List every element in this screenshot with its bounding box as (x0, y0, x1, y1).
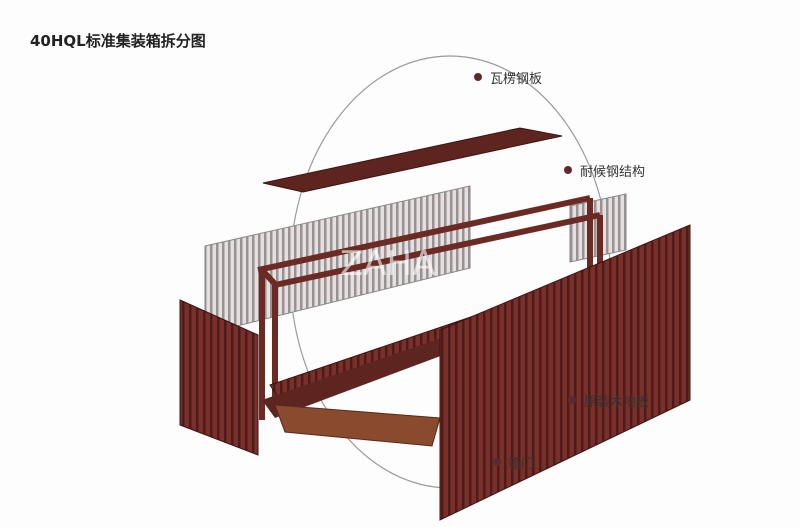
container-door (179, 299, 259, 456)
label-dot-roof (474, 73, 482, 81)
roof-panel (262, 127, 563, 193)
label-dot-floor (568, 396, 576, 404)
label-floor: 原装木地板 (584, 395, 650, 410)
diagram-title: 40HQL标准集装箱拆分图 (30, 32, 206, 50)
label-dot-door (493, 458, 501, 466)
left-side-wall (204, 185, 471, 335)
label-frame: 耐候钢结构 (580, 165, 646, 180)
watermark: ZAHA (340, 244, 435, 284)
label-dot-frame (564, 166, 572, 174)
label-roof: 瓦楞钢板 (490, 72, 543, 87)
wood-floor-panel (274, 404, 441, 447)
right-side-wall (439, 224, 691, 521)
label-door: 箱门 (508, 457, 535, 472)
